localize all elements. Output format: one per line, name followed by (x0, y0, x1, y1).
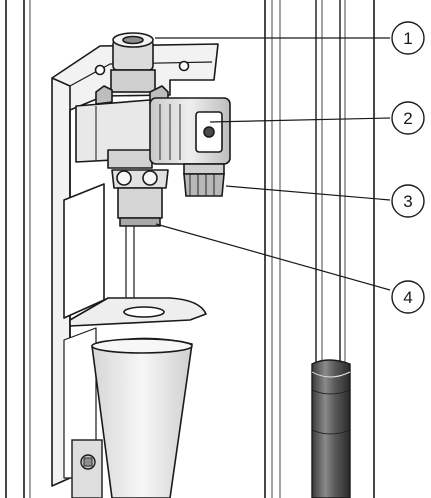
outlet-nozzle (111, 169, 169, 320)
cable-gland (183, 163, 225, 197)
drain-tube (311, 0, 351, 498)
callout-1: 1 (391, 21, 425, 55)
callout-label-4: 4 (403, 288, 412, 307)
leader-line-2 (209, 117, 391, 123)
callout-label-2: 2 (403, 109, 412, 128)
callout-2: 2 (391, 101, 425, 135)
callout-label-3: 3 (403, 192, 412, 211)
lower-bracket (71, 439, 103, 498)
leader-lines (155, 37, 391, 291)
funnel-holder (69, 297, 207, 327)
leader-line-4 (155, 223, 391, 291)
inlet-fitting (110, 32, 156, 93)
housing-frame (5, 0, 375, 498)
solenoid-coil (149, 97, 231, 165)
funnel (91, 337, 193, 498)
callout-3: 3 (391, 184, 425, 218)
callout-label-1: 1 (403, 29, 412, 48)
leader-line-3 (225, 185, 391, 201)
callout-4: 4 (391, 280, 425, 314)
